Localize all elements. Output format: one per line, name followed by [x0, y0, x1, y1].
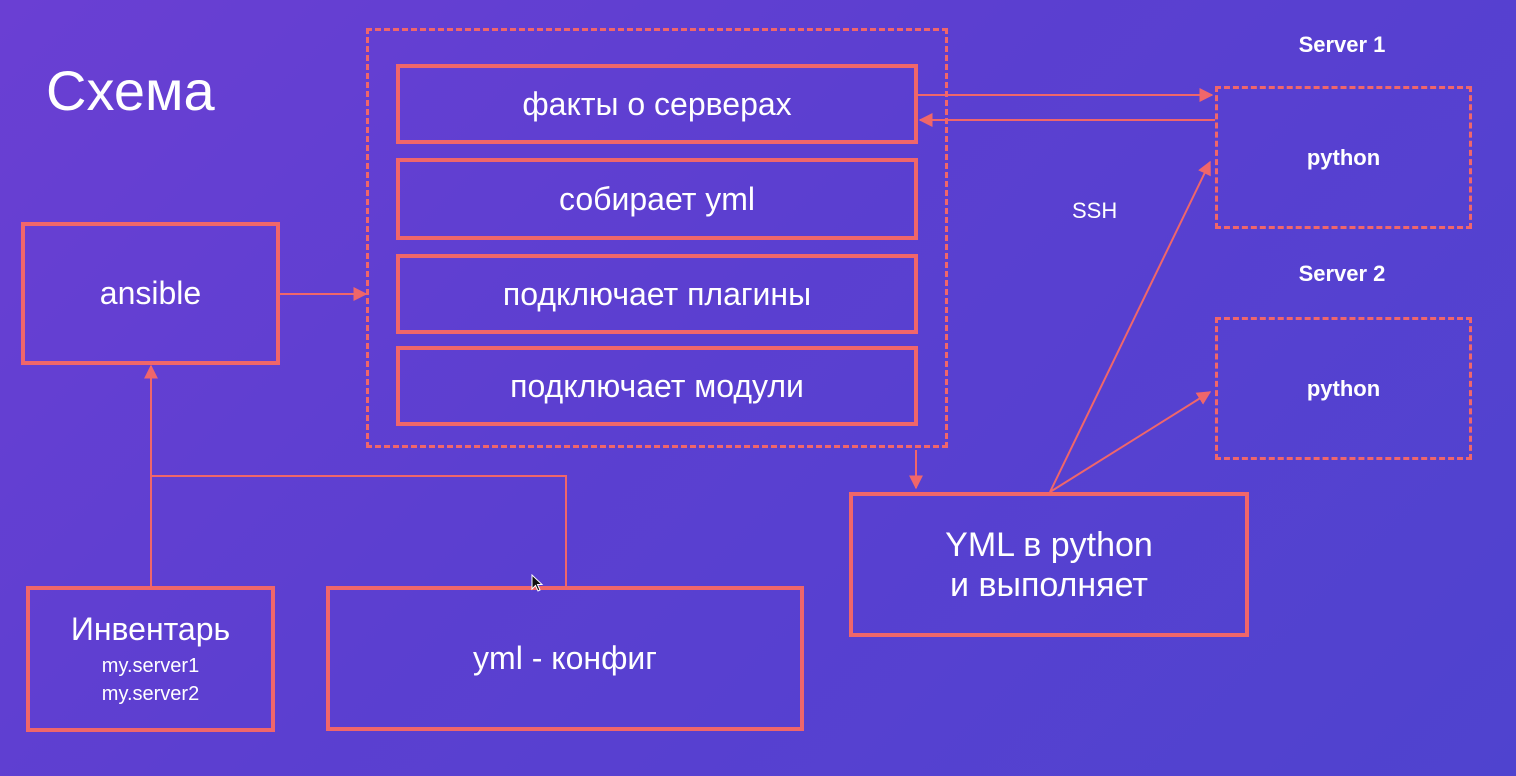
- facts-box: факты о серверах: [396, 64, 918, 144]
- ansible-label: ansible: [99, 275, 202, 311]
- modules-box: подключает модули: [396, 346, 918, 426]
- inventory-server1: my.server1: [101, 654, 200, 677]
- modules-label: подключает модули: [510, 367, 804, 404]
- inventory-server2: my.server2: [101, 682, 200, 705]
- plugins-label: подключает плагины: [502, 275, 812, 312]
- ansible-box: ansible: [21, 222, 280, 365]
- server2-label: Server 2: [1298, 261, 1386, 286]
- yml-python-line2: и выполняет: [950, 565, 1148, 604]
- yml-python-line1: YML в python: [945, 525, 1153, 564]
- ssh-label: SSH: [1072, 198, 1118, 223]
- mouse-cursor-icon: [531, 574, 544, 592]
- server1-box: python: [1215, 86, 1472, 229]
- arrow-yml-to-server2: [1049, 391, 1212, 493]
- server1-label: Server 1: [1298, 32, 1386, 57]
- server2-box: python: [1215, 317, 1472, 460]
- pipeline-container: [366, 28, 948, 448]
- diagram-title: Схема: [46, 59, 215, 122]
- inventory-title: Инвентарь: [70, 610, 231, 647]
- config-label: yml - конфиг: [473, 640, 657, 676]
- line-config-join: [151, 475, 567, 586]
- server1-runtime: python: [1306, 144, 1381, 170]
- yml-python-box: YML в python и выполняет: [849, 492, 1249, 637]
- arrow-yml-to-server1: [1049, 160, 1211, 493]
- config-box: yml - конфиг: [326, 586, 804, 731]
- facts-label: факты о серверах: [522, 85, 792, 122]
- collects-yml-label: собирает yml: [559, 180, 755, 217]
- plugins-box: подключает плагины: [396, 254, 918, 334]
- inventory-box: Инвентарь my.server1 my.server2: [26, 586, 275, 732]
- collects-yml-box: собирает yml: [396, 158, 918, 240]
- server2-runtime: python: [1306, 375, 1381, 401]
